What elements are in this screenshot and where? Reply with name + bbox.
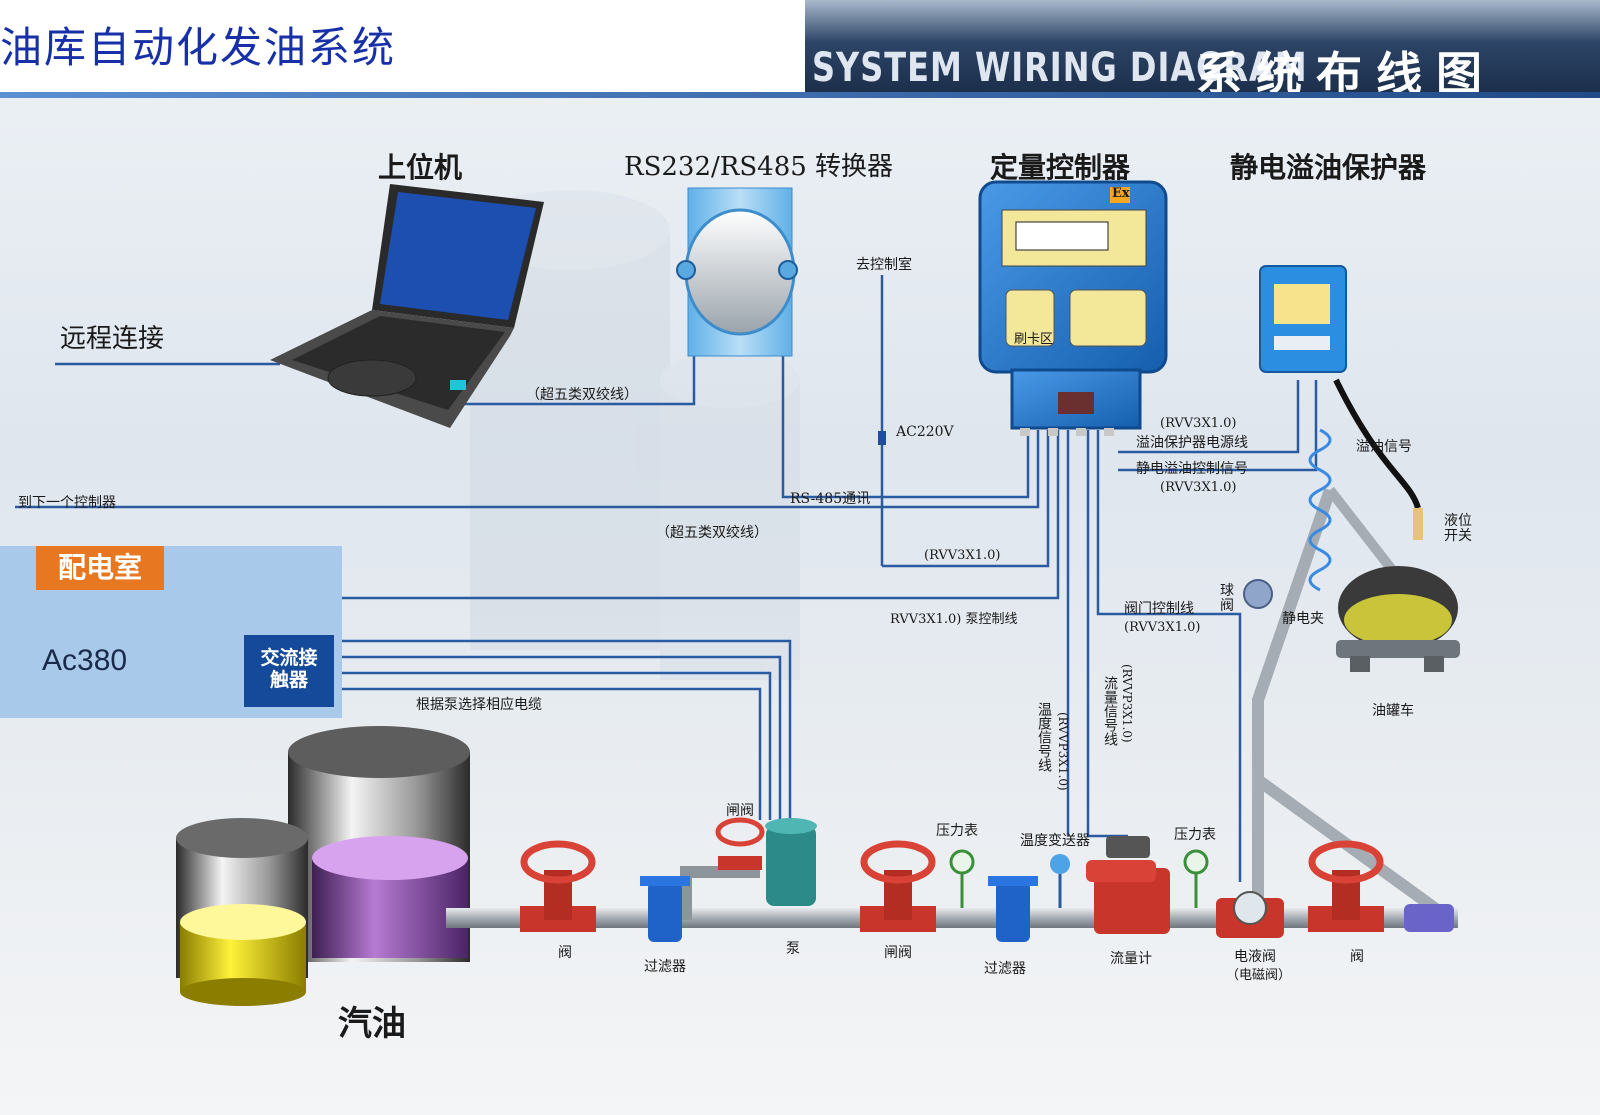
converter-icon bbox=[676, 187, 798, 357]
hydraulic-valve bbox=[1216, 891, 1284, 938]
converter-label: RS232/RS485 转换器 bbox=[624, 152, 894, 182]
valve-1 bbox=[520, 840, 596, 932]
cable-select-label: 根据泵选择相应电缆 bbox=[416, 697, 542, 713]
cat5-host-label: （超五类双绞线） bbox=[526, 387, 638, 403]
end-flange bbox=[1404, 904, 1454, 932]
gate-valve-top bbox=[715, 817, 765, 870]
filter-1 bbox=[640, 876, 690, 942]
static-control-label: 静电溢油控制信号 bbox=[1136, 461, 1248, 477]
laptop-icon bbox=[270, 184, 544, 428]
protector-power-label: 溢油保护器电源线 bbox=[1136, 435, 1248, 451]
ex-mark: Ex bbox=[1112, 186, 1130, 201]
power-room-title: 配电室 bbox=[36, 546, 164, 590]
pump-label: 泵 bbox=[786, 941, 800, 957]
controller-label: 定量控制器 bbox=[990, 151, 1131, 184]
contactor-label: 交流接 触器 bbox=[244, 635, 334, 707]
host-label: 上位机 bbox=[378, 151, 463, 184]
pump bbox=[765, 818, 817, 906]
temp-signal-label: 温度信号线 bbox=[1036, 702, 1052, 772]
flow-signal-label: 流量信号线 bbox=[1102, 676, 1118, 746]
pump-control-label: RVV3X1.0) 泵控制线 bbox=[890, 612, 1018, 627]
temp-transmitter bbox=[1050, 854, 1070, 908]
cat5-bus-label: （超五类双绞线） bbox=[656, 525, 768, 541]
hydraulic-valve-label: 电液阀 bbox=[1234, 949, 1276, 965]
page-subtitle-en: SYSTEM WIRING DIAGRAM bbox=[812, 43, 1308, 91]
pipeline bbox=[446, 486, 1458, 928]
gate-valve-label: 闸阀 bbox=[884, 945, 912, 961]
gate-valve-top-label: 闸阀 bbox=[726, 803, 754, 819]
valve-control-spec: (RVV3X1.0) bbox=[1124, 620, 1201, 635]
valve-1-label: 阀 bbox=[558, 945, 572, 961]
ac380-label: Ac380 bbox=[42, 644, 128, 677]
rs485-label: RS-485通讯 bbox=[790, 491, 871, 507]
protector-label: 静电溢油保护器 bbox=[1230, 151, 1427, 184]
temp-transmitter-label: 温度变送器 bbox=[1020, 833, 1090, 849]
ball-valve-label: 球 阀 bbox=[1220, 583, 1234, 614]
valve-control-label: 阀门控制线 bbox=[1124, 601, 1194, 617]
filter-1-label: 过滤器 bbox=[644, 959, 686, 975]
next-controller-label: 到下一个控制器 bbox=[18, 495, 116, 511]
tanker-label: 油罐车 bbox=[1372, 703, 1414, 719]
remote-label: 远程连接 bbox=[60, 324, 165, 354]
to-control-room-label: 去控制室 bbox=[856, 257, 912, 273]
flowmeter bbox=[1086, 836, 1170, 934]
static-control-spec: (RVV3X1.0) bbox=[1160, 480, 1237, 495]
level-switch-label: 液位 开关 bbox=[1444, 513, 1472, 544]
flowmeter-label: 流量计 bbox=[1110, 951, 1152, 967]
controller-icon bbox=[978, 180, 1168, 436]
storage-tanks bbox=[176, 726, 470, 1006]
gate-valve bbox=[860, 840, 936, 932]
ac220-label: AC220V bbox=[896, 424, 954, 440]
static-clamp-coil bbox=[1308, 428, 1332, 592]
pressure-gauge-1 bbox=[949, 849, 975, 908]
header-right-panel bbox=[805, 0, 1600, 95]
flow-signal-spec: (RVVP3X1.0) bbox=[1120, 664, 1134, 743]
header-underline bbox=[0, 92, 1600, 98]
pressure-gauge-2 bbox=[1183, 849, 1209, 908]
pressure-1-label: 压力表 bbox=[936, 823, 978, 839]
valve-2 bbox=[1308, 840, 1384, 932]
pressure-2-label: 压力表 bbox=[1174, 827, 1216, 843]
background-tanks bbox=[470, 190, 800, 680]
page-title: 油库自动化发油系统 bbox=[0, 23, 397, 72]
filter-2 bbox=[988, 876, 1038, 942]
temp-signal-spec: (RVVP3X1.0) bbox=[1056, 712, 1070, 791]
static-clamp-label: 静电夹 bbox=[1282, 611, 1324, 627]
tanker bbox=[1336, 566, 1460, 672]
rvv-power-label: (RVV3X1.0) bbox=[924, 548, 1001, 563]
protector-icon bbox=[1259, 265, 1347, 373]
filter-2-label: 过滤器 bbox=[984, 961, 1026, 977]
card-area-label: 刷卡区 bbox=[1014, 332, 1054, 347]
solenoid-valve-label: （电磁阀） bbox=[1226, 968, 1292, 983]
ac220-fuse bbox=[878, 431, 886, 445]
overflow-signal-label: 溢油信号 bbox=[1356, 439, 1412, 455]
valve-2-label: 阀 bbox=[1350, 949, 1364, 965]
protector-power-spec: (RVV3X1.0) bbox=[1160, 416, 1237, 431]
ball-valve bbox=[1243, 579, 1273, 609]
gasoline-label: 汽油 bbox=[338, 1004, 406, 1044]
header-left-panel bbox=[0, 0, 805, 92]
